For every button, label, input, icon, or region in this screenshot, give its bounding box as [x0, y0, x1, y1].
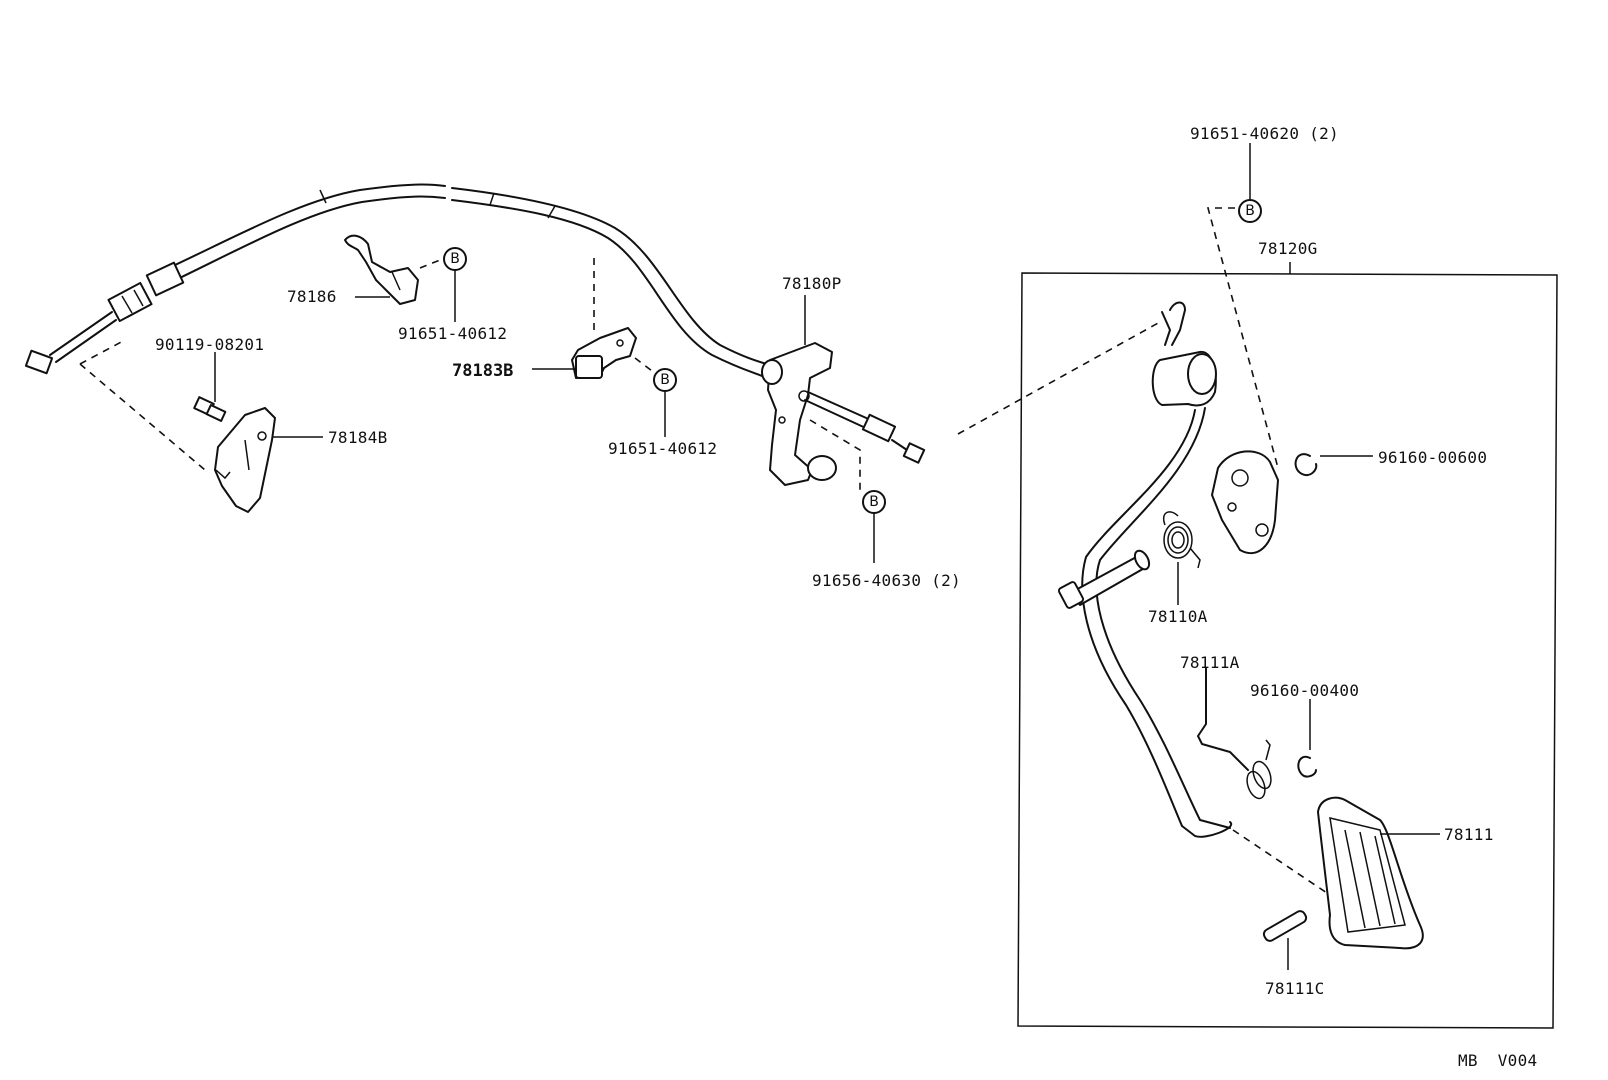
accelerator-cable — [24, 183, 771, 377]
dash-cable-to-pedal — [957, 321, 1161, 435]
leader-78186-bolt — [419, 259, 441, 269]
dash-arm-to-pad — [1232, 829, 1331, 896]
e-ring-96160-00400 — [1297, 755, 1317, 778]
label-78111c: 78111C — [1265, 979, 1325, 998]
cable-bracket-78180p — [761, 342, 837, 486]
torsion-spring-78110a — [1163, 511, 1201, 569]
dash-bolt-to-bracket — [1206, 207, 1279, 469]
label-96160-00400: 96160-00400 — [1250, 681, 1359, 700]
pin-78111c — [1262, 910, 1308, 942]
label-91651-40620: 91651-40620 (2) — [1190, 124, 1339, 143]
svg-text:B: B — [869, 494, 879, 510]
label-96160-00600: 96160-00600 — [1378, 448, 1487, 467]
pivot-shaft — [1057, 549, 1151, 609]
pedal-pad-78111 — [1317, 796, 1424, 950]
label-78183b: 78183B — [452, 361, 513, 381]
label-78180p: 78180P — [782, 274, 842, 293]
label-78120g: 78120G — [1258, 239, 1318, 258]
svg-text:B: B — [660, 372, 670, 388]
dash-cable-to-bracket — [79, 339, 206, 471]
label-91651-40612-b: 91651-40612 — [608, 439, 717, 458]
bolt-marker-b: B — [1238, 199, 1262, 223]
dash-78183b-bolt — [634, 357, 657, 375]
label-78110a: 78110A — [1148, 607, 1208, 626]
label-78186: 78186 — [287, 287, 337, 306]
label-78184b: 78184B — [328, 428, 388, 447]
dash-78180p-bolt — [809, 419, 861, 490]
bracket-78184b — [214, 407, 276, 513]
pedal-arm — [1081, 301, 1233, 838]
diagram-code: MB V004 — [1458, 1051, 1537, 1070]
e-ring-96160-00600 — [1294, 453, 1318, 476]
bolt-marker-b: B — [443, 247, 467, 271]
bolt-marker-b: B — [653, 368, 677, 392]
svg-text:B: B — [1245, 203, 1255, 219]
bolt-marker-b: B — [862, 490, 886, 514]
label-78111: 78111 — [1444, 825, 1494, 844]
label-91656-40630: 91656-40630 (2) — [812, 571, 961, 590]
return-spring-78111a — [1197, 667, 1272, 800]
bolt-90119-08201 — [193, 396, 227, 422]
pedal-bracket-plate — [1211, 450, 1279, 555]
svg-text:B: B — [450, 251, 460, 267]
label-90119-08201: 90119-08201 — [155, 335, 264, 354]
clamp-78183b — [571, 327, 637, 379]
cable-inner-wire — [804, 391, 926, 464]
label-91651-40612-a: 91651-40612 — [398, 324, 507, 343]
clip-78186 — [344, 234, 419, 305]
pedal-assembly-box — [1017, 272, 1558, 1029]
label-78111a: 78111A — [1180, 653, 1240, 672]
